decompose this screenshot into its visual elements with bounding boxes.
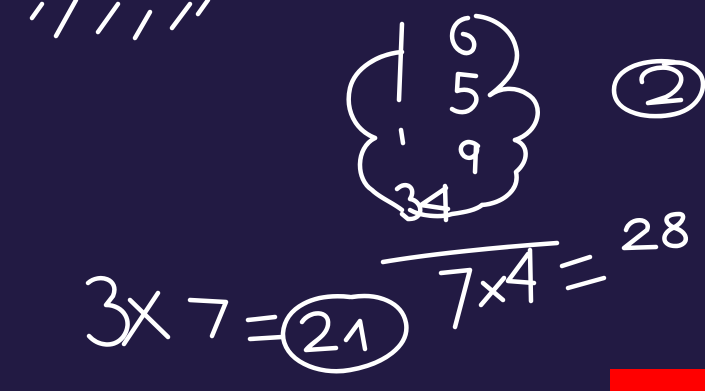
equals-sign-2	[245, 314, 285, 342]
product-2	[85, 275, 229, 347]
result-1	[621, 211, 688, 251]
digit-3	[394, 182, 423, 222]
circled-number	[611, 58, 705, 119]
digit-6	[450, 15, 477, 56]
digit-1-top	[396, 21, 405, 103]
result-2	[280, 293, 409, 374]
division-line	[380, 240, 560, 265]
digit-5	[449, 71, 479, 115]
cloud-outline	[346, 13, 540, 219]
tally-marks	[29, 0, 211, 41]
digit-9	[458, 139, 481, 175]
digit-1-middle	[398, 127, 406, 146]
equals-sign-1	[559, 254, 607, 291]
red-rectangle	[610, 369, 705, 391]
product-1	[438, 247, 537, 330]
